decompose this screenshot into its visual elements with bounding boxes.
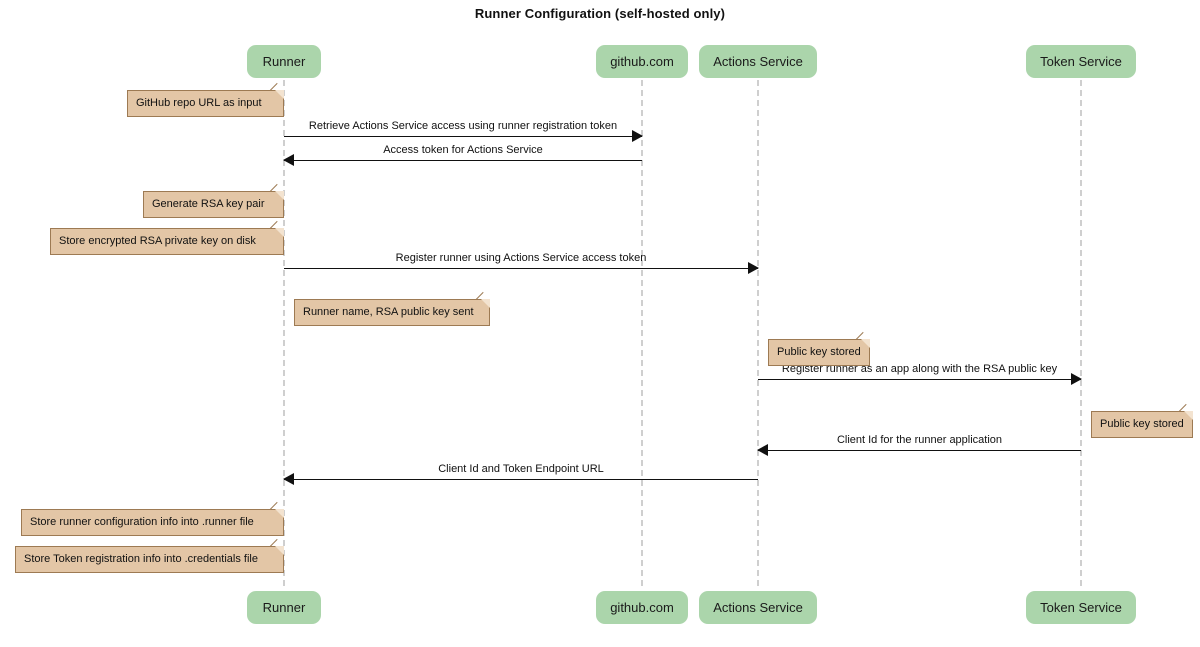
note-label: Public key stored xyxy=(777,346,861,358)
page-title: Runner Configuration (self-hosted only) xyxy=(474,6,726,21)
note-fold-corner-icon xyxy=(275,509,284,518)
message-label: Access token for Actions Service xyxy=(383,144,543,156)
note-label: Store encrypted RSA private key on disk xyxy=(59,235,256,247)
note-note-2: Generate RSA key pair xyxy=(143,183,284,218)
note-fold-corner-icon xyxy=(275,90,284,99)
note-label: Runner name, RSA public key sent xyxy=(303,306,474,318)
message-line xyxy=(284,268,758,269)
note-fold-corner-icon xyxy=(481,299,490,308)
message-msg-6: Client Id and Token Endpoint URL xyxy=(283,462,758,488)
participant-runner[interactable]: Runner xyxy=(247,45,321,78)
message-msg-4: Register runner as an app along with the… xyxy=(758,362,1082,388)
note-note-7: Store runner configuration info into .ru… xyxy=(21,501,284,536)
note-label: Store runner configuration info into .ru… xyxy=(30,516,254,528)
note-label: Public key stored xyxy=(1100,418,1184,430)
participant-github[interactable]: github.com xyxy=(596,45,688,78)
note-fold-corner-icon xyxy=(275,191,284,200)
note-fold-corner-icon xyxy=(275,228,284,237)
arrow-right-icon xyxy=(632,130,643,142)
message-line xyxy=(284,160,642,161)
participant-runner-bottom[interactable]: Runner xyxy=(247,591,321,624)
note-fold-corner-icon xyxy=(1184,411,1193,420)
arrow-right-icon xyxy=(748,262,759,274)
arrow-right-icon xyxy=(1071,373,1082,385)
note-fold-corner-icon xyxy=(861,339,870,348)
message-line xyxy=(758,450,1081,451)
message-msg-1: Retrieve Actions Service access using ru… xyxy=(284,119,643,145)
message-label: Client Id for the runner application xyxy=(836,434,1003,446)
message-msg-3: Register runner using Actions Service ac… xyxy=(284,251,759,277)
message-label: Client Id and Token Endpoint URL xyxy=(438,463,604,475)
message-line xyxy=(284,136,642,137)
note-note-3: Store encrypted RSA private key on disk xyxy=(50,220,284,255)
note-note-4: Runner name, RSA public key sent xyxy=(294,291,490,326)
note-note-6: Public key stored xyxy=(1091,403,1193,438)
participant-token[interactable]: Token Service xyxy=(1026,45,1136,78)
message-msg-2: Access token for Actions Service xyxy=(283,143,642,169)
arrow-left-icon xyxy=(757,444,768,456)
message-line xyxy=(284,479,758,480)
participant-actions[interactable]: Actions Service xyxy=(699,45,817,78)
note-label: GitHub repo URL as input xyxy=(136,97,262,109)
arrow-left-icon xyxy=(283,154,294,166)
message-msg-5: Client Id for the runner application xyxy=(757,433,1081,459)
message-label: Retrieve Actions Service access using ru… xyxy=(308,120,618,132)
note-label: Generate RSA key pair xyxy=(152,198,265,210)
participant-actions-bottom[interactable]: Actions Service xyxy=(699,591,817,624)
note-note-8: Store Token registration info into .cred… xyxy=(15,538,284,573)
message-label: Register runner using Actions Service ac… xyxy=(395,252,647,264)
participant-token-bottom[interactable]: Token Service xyxy=(1026,591,1136,624)
note-note-1: GitHub repo URL as input xyxy=(127,82,284,117)
lifeline-runner xyxy=(283,80,285,586)
lifeline-actions xyxy=(757,80,759,586)
message-label: Register runner as an app along with the… xyxy=(781,363,1058,375)
participant-github-bottom[interactable]: github.com xyxy=(596,591,688,624)
note-note-5: Public key stored xyxy=(768,331,870,366)
lifeline-github xyxy=(641,80,643,586)
message-line xyxy=(758,379,1081,380)
note-label: Store Token registration info into .cred… xyxy=(24,553,258,565)
lifeline-token xyxy=(1080,80,1082,586)
note-fold-corner-icon xyxy=(275,546,284,555)
arrow-left-icon xyxy=(283,473,294,485)
